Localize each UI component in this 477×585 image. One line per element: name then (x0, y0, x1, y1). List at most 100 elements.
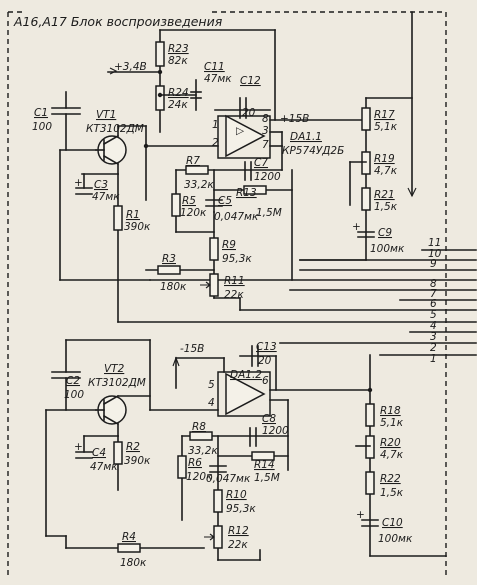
r2-value: 390к (124, 455, 151, 467)
resistor-r3 (157, 265, 181, 275)
da1-2-ref: DA1.2 (230, 369, 262, 381)
c12-ref: C12 (240, 75, 261, 87)
resistor-r14 (251, 451, 275, 461)
block-title: А16,А17 Блок воспроизведения (13, 14, 223, 29)
r3-value: 180к (160, 281, 187, 293)
svg-text:+: + (356, 509, 365, 521)
svg-text:▷: ▷ (236, 125, 245, 137)
opamp-da1-1 (225, 114, 266, 158)
c8-value: 1200 (262, 425, 289, 437)
r17-value: 5,1к (374, 121, 398, 133)
r6-value: 120к (186, 471, 213, 483)
c1-value: 100 (32, 121, 52, 133)
r23-value: 82к (168, 55, 188, 67)
resistor-r5 (171, 193, 181, 217)
potentiometer-r11 (209, 273, 219, 297)
connector-pins: 11 10 9 8 7 6 5 4 3 2 1 (117, 237, 477, 365)
c13-ref: C13 (256, 341, 277, 353)
resistor-r21 (361, 187, 371, 211)
resistor-r23 (155, 41, 165, 67)
r14-ref: R14 (254, 459, 275, 471)
r11-ref: R11 (224, 275, 245, 287)
c11-value: 47мк (204, 73, 232, 85)
resistor-r17 (361, 107, 371, 131)
r7-ref: R7 (186, 155, 200, 167)
vt1-type: КТ3102ДМ (86, 123, 144, 135)
r10-value: 95,3к (226, 503, 256, 515)
da1-2-pin-noninv: 5 (208, 379, 215, 391)
r24-ref: R24 (168, 87, 189, 99)
r4-ref: R4 (122, 531, 136, 543)
r1-value: 390к (124, 221, 151, 233)
da1-1-pin-inv: 2 (212, 137, 219, 149)
r21-value: 1,5к (374, 201, 398, 213)
r2-ref: R2 (126, 441, 140, 453)
output-arrow (407, 187, 417, 198)
c13-value: 20 (258, 355, 272, 367)
resistor-r22 (365, 471, 375, 495)
supply-pos15-label: +15В (280, 113, 309, 125)
c7-ref: C7 (254, 157, 268, 169)
r12-value: 22к (228, 539, 248, 551)
r4-value: 180к (120, 557, 147, 569)
c3-ref: C3 (94, 179, 108, 191)
r18-value: 5,1к (380, 417, 404, 429)
r6-ref: R6 (188, 457, 202, 469)
c12-value: 20 (242, 107, 256, 119)
r18-ref: R18 (380, 405, 401, 417)
opamp-da1-2 (225, 372, 266, 416)
vt2-ref: VT2 (104, 363, 125, 375)
r1-ref: R1 (126, 209, 140, 221)
c10-value: 100мк (378, 533, 413, 545)
da1-1-pin-3: 3 (262, 125, 269, 137)
svg-text:+: + (74, 177, 83, 189)
channel-1: +3,4В R23 82к R24 24к C11 47мк C12 20 ▷ (32, 11, 417, 323)
block-boundary (7, 11, 447, 578)
c9-ref: C9 (378, 227, 392, 239)
r13-ref: R13 (236, 187, 257, 199)
resistor-r10 (213, 489, 223, 513)
r7-value: 33,2к (184, 179, 214, 191)
pin-1-label: 1 (430, 353, 437, 365)
pin-3-label: 3 (430, 331, 437, 343)
c4-ref: C4 (92, 447, 106, 459)
r11-value: 22к (224, 289, 244, 301)
svg-text:+: + (352, 221, 361, 233)
da1-1-ref: DA1.1 (290, 131, 322, 143)
resistor-r6 (177, 455, 187, 479)
r19-value: 4,7к (374, 165, 398, 177)
resistor-r19 (361, 151, 371, 175)
resistor-r13 (243, 185, 267, 195)
resistor-r1 (113, 205, 123, 231)
pin-10-label: 10 (428, 248, 442, 260)
c6-value: 0,047мк (206, 473, 251, 485)
c7-value: 1200 (254, 171, 281, 183)
supply-neg15-label: -15В (180, 343, 204, 355)
resistor-r7 (185, 165, 209, 175)
r9-ref: R9 (222, 239, 236, 251)
r22-value: 1,5к (380, 487, 404, 499)
c11-ref: C11 (204, 61, 225, 73)
resistor-r4 (117, 543, 141, 553)
r5-value: 120к (180, 207, 207, 219)
c3-value: 47мк (92, 191, 120, 203)
r20-ref: R20 (380, 437, 401, 449)
r24-value: 24к (168, 99, 188, 111)
resistor-r2 (113, 441, 123, 465)
r22-ref: R22 (380, 473, 401, 485)
r12-ref: R12 (228, 525, 249, 537)
r10-ref: R10 (226, 489, 247, 501)
channel-2: -15В C13 20 DA1.2 5 4 6 R18 5,1к R20 4,7… (45, 339, 447, 569)
pin-5-label: 5 (430, 309, 437, 321)
c9-value: 100мк (370, 243, 405, 255)
r8-ref: R8 (192, 421, 206, 433)
r19-ref: R19 (374, 153, 395, 165)
c10-ref: C10 (382, 517, 403, 529)
r9-value: 95,3к (222, 253, 252, 265)
da1-2-pin-out: 6 (262, 375, 269, 387)
r23-ref: R23 (168, 43, 189, 55)
pin-6-label: 6 (430, 298, 437, 310)
pin-4-label: 4 (430, 320, 437, 332)
pin-9-label: 9 (430, 258, 437, 270)
